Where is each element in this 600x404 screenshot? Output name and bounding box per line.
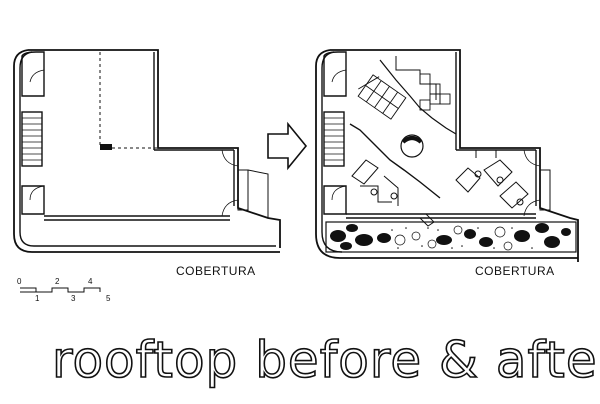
scale-tick-2: 2 xyxy=(55,277,60,286)
caption-title: rooftop before & after xyxy=(51,330,600,390)
scale-tick-1: 1 xyxy=(35,294,40,303)
scale-tick-0: 0 xyxy=(17,277,22,286)
before-plan-label: COBERTURA xyxy=(176,264,256,278)
after-plan xyxy=(315,49,579,262)
plants xyxy=(330,223,571,250)
before-plan xyxy=(13,49,281,253)
after-plan-label: COBERTURA xyxy=(475,264,555,278)
scale-tick-5: 5 xyxy=(106,294,111,303)
scale-tick-4: 4 xyxy=(88,277,93,286)
conference-table xyxy=(357,73,451,120)
scale-bar xyxy=(20,287,101,293)
arrow-icon xyxy=(267,121,308,171)
scale-tick-3: 3 xyxy=(71,294,76,303)
workstations xyxy=(351,149,529,209)
planter-strip xyxy=(325,221,577,253)
round-table xyxy=(400,134,424,158)
